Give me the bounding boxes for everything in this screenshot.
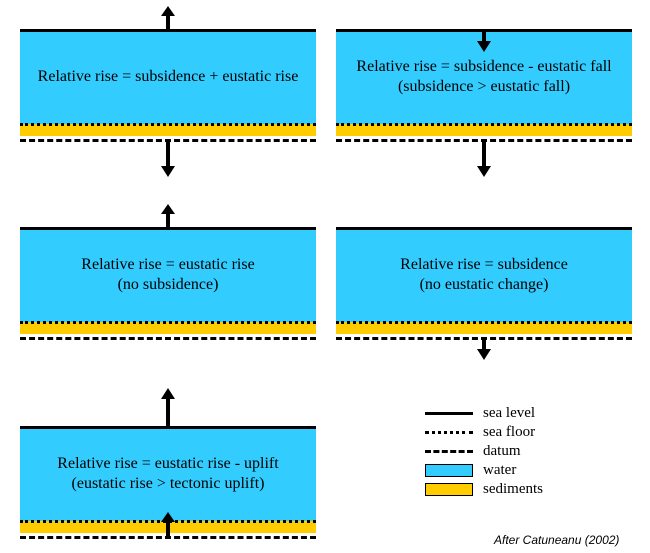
water-swatch xyxy=(425,463,473,477)
arrow-down-icon xyxy=(161,140,175,177)
arrow-up-icon xyxy=(161,388,175,427)
panel-equation: Relative rise = subsidence + eustatic ri… xyxy=(37,68,299,85)
legend-label: sea level xyxy=(483,404,536,421)
water-body: Relative rise = subsidence (no eustatic … xyxy=(336,228,632,322)
sediment-layer xyxy=(20,322,316,334)
legend-label: sea floor xyxy=(483,423,536,440)
sea-floor-line xyxy=(20,321,316,324)
arrow-up-icon xyxy=(161,512,175,538)
arrow-down-icon xyxy=(477,338,491,360)
sea-level-line xyxy=(20,227,316,230)
water-body: Relative rise = eustatic rise - uplift (… xyxy=(20,427,316,521)
panel-condition: (no eustatic change) xyxy=(419,276,549,293)
panel-equation: Relative rise = eustatic rise - uplift xyxy=(57,455,279,472)
panel-condition: (eustatic rise > tectonic uplift) xyxy=(71,475,265,492)
panel-equation: Relative rise = subsidence xyxy=(400,256,568,273)
legend-label: sediments xyxy=(483,480,543,497)
datum-line xyxy=(20,337,316,340)
legend-label: water xyxy=(483,461,517,478)
legend-item-sediments: sediments xyxy=(425,480,625,498)
panel-condition: (subsidence > eustatic fall) xyxy=(397,78,571,95)
legend-item-sea-level: sea level xyxy=(425,404,625,422)
arrow-up-icon xyxy=(161,204,175,228)
datum-symbol xyxy=(425,444,473,458)
sea-floor-line xyxy=(336,123,632,126)
sea-level-line xyxy=(20,426,316,429)
arrow-down-icon xyxy=(477,30,491,52)
legend-item-datum: datum xyxy=(425,442,625,460)
sea-level-line xyxy=(336,227,632,230)
panel-condition: (no subsidence) xyxy=(117,276,219,293)
panel-equation: Relative rise = subsidence - eustatic fa… xyxy=(356,58,612,75)
sediment-layer xyxy=(336,322,632,334)
legend-item-sea-floor: sea floor xyxy=(425,423,625,441)
water-body: Relative rise = subsidence + eustatic ri… xyxy=(20,30,316,124)
sediment-layer xyxy=(20,124,316,136)
arrow-up-icon xyxy=(161,6,175,30)
sediment-layer xyxy=(336,124,632,136)
water-body: Relative rise = subsidence - eustatic fa… xyxy=(336,30,632,124)
sediments-swatch xyxy=(425,482,473,496)
source-credit: After Catuneanu (2002) xyxy=(494,533,620,547)
panel-equation: Relative rise = eustatic rise xyxy=(81,256,255,273)
sea-floor-symbol xyxy=(425,425,473,439)
sea-floor-line xyxy=(336,321,632,324)
sea-level-line xyxy=(20,29,316,32)
legend-label: datum xyxy=(483,442,521,459)
water-body: Relative rise = eustatic rise (no subsid… xyxy=(20,228,316,322)
sea-floor-line xyxy=(20,123,316,126)
sea-level-symbol xyxy=(425,406,473,420)
arrow-down-icon xyxy=(477,140,491,177)
legend-item-water: water xyxy=(425,461,625,479)
